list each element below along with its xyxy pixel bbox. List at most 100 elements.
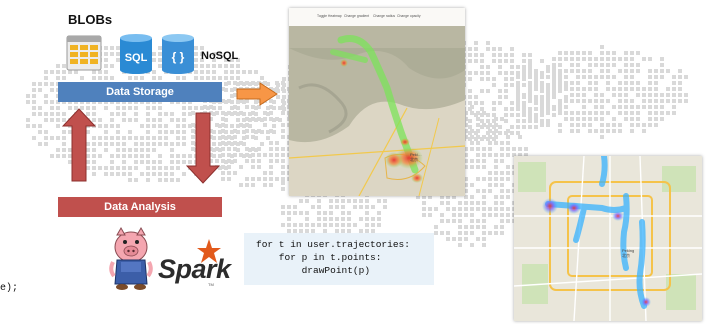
map-dot [524, 153, 528, 157]
map-dot [642, 93, 646, 97]
map-dot [648, 105, 652, 109]
map-dot [266, 106, 270, 110]
map-dot [80, 100, 84, 104]
map-dot [383, 199, 387, 203]
map-dot [600, 129, 604, 133]
map-dot [317, 205, 321, 209]
map-dot [329, 217, 333, 221]
map-dot [660, 93, 664, 97]
map-dot [446, 201, 450, 205]
map-dot [86, 106, 90, 110]
map-dot [570, 117, 574, 121]
map-dot [221, 123, 225, 127]
map-dot [588, 117, 592, 121]
map-dot [212, 106, 216, 110]
map-dot [594, 87, 598, 91]
map-dot [257, 117, 261, 121]
map-dot [494, 177, 498, 181]
map-dot [236, 130, 240, 134]
change-radius-button[interactable]: Change radius [373, 14, 396, 18]
map-dot [522, 75, 526, 79]
map-dot [281, 147, 285, 151]
map1-city-label: Peki… [410, 152, 422, 157]
map-dot [98, 118, 102, 122]
change-gradient-button[interactable]: Change gradient [344, 14, 370, 18]
map-dot [552, 75, 556, 79]
map-dot [600, 51, 604, 55]
map-dot [56, 118, 60, 122]
map-dot [500, 201, 504, 205]
map-dot [516, 113, 520, 117]
map-dot [200, 52, 204, 56]
map-dot [588, 69, 592, 73]
toggle-heatmap-button[interactable]: Toggle Heatmap [317, 14, 342, 18]
map-dot [452, 237, 456, 241]
map-dot [498, 59, 502, 63]
map-dot [86, 160, 90, 164]
map-dot [576, 117, 580, 121]
map-dot [522, 125, 526, 129]
map-dot [245, 147, 249, 151]
map-dot [152, 58, 156, 62]
map-dot [134, 160, 138, 164]
map-dot [245, 135, 249, 139]
map-dot [26, 100, 30, 104]
map-dot [311, 223, 315, 227]
map-dot [146, 118, 150, 122]
map-dot [446, 195, 450, 199]
map-dot [476, 129, 480, 133]
map-dot [86, 166, 90, 170]
map-dot [612, 51, 616, 55]
map-dot [341, 217, 345, 221]
map-dot [233, 159, 237, 163]
map-dot [594, 129, 598, 133]
map-dot [110, 112, 114, 116]
map-dot [227, 81, 231, 85]
map-dot [212, 154, 216, 158]
sql-database-icon: SQL [120, 34, 152, 74]
map-dot [552, 93, 556, 97]
map-dot [92, 172, 96, 176]
map-dot [648, 57, 652, 61]
map-dot [269, 165, 273, 169]
map-dot [218, 136, 222, 140]
map-dot [540, 95, 544, 99]
map-dot [194, 106, 198, 110]
map-dot [510, 125, 514, 129]
map-dot [648, 69, 652, 73]
map-dot [540, 119, 544, 123]
map-dot [134, 136, 138, 140]
map-dot [311, 229, 315, 233]
map-dot [92, 112, 96, 116]
map-dot [317, 223, 321, 227]
change-opacity-button[interactable]: Change opacity [397, 14, 421, 18]
map-dot [269, 99, 273, 103]
blob-table-icon [66, 35, 102, 71]
map-dot [624, 81, 628, 85]
map-dot [506, 153, 510, 157]
map-dot [576, 69, 580, 73]
map-dot [528, 59, 532, 63]
map-dot [182, 154, 186, 158]
map-dot [464, 207, 468, 211]
map-dot [212, 76, 216, 80]
map-dot [458, 231, 462, 235]
map-dot [200, 46, 204, 50]
map-dot [570, 69, 574, 73]
map-dot [182, 118, 186, 122]
map-dot [98, 100, 102, 104]
map-dot [50, 118, 54, 122]
map-dot [470, 225, 474, 229]
map-dot [504, 83, 508, 87]
map-dot [480, 53, 484, 57]
map-dot [582, 99, 586, 103]
map-dot [588, 123, 592, 127]
map-dot [260, 76, 264, 80]
map-dot [564, 95, 568, 99]
map-dot [212, 136, 216, 140]
map-dot [642, 87, 646, 91]
map-dot [239, 81, 243, 85]
map-dot [636, 117, 640, 121]
map-dot [540, 123, 544, 127]
code-line: drawPoint(p) [256, 265, 371, 276]
